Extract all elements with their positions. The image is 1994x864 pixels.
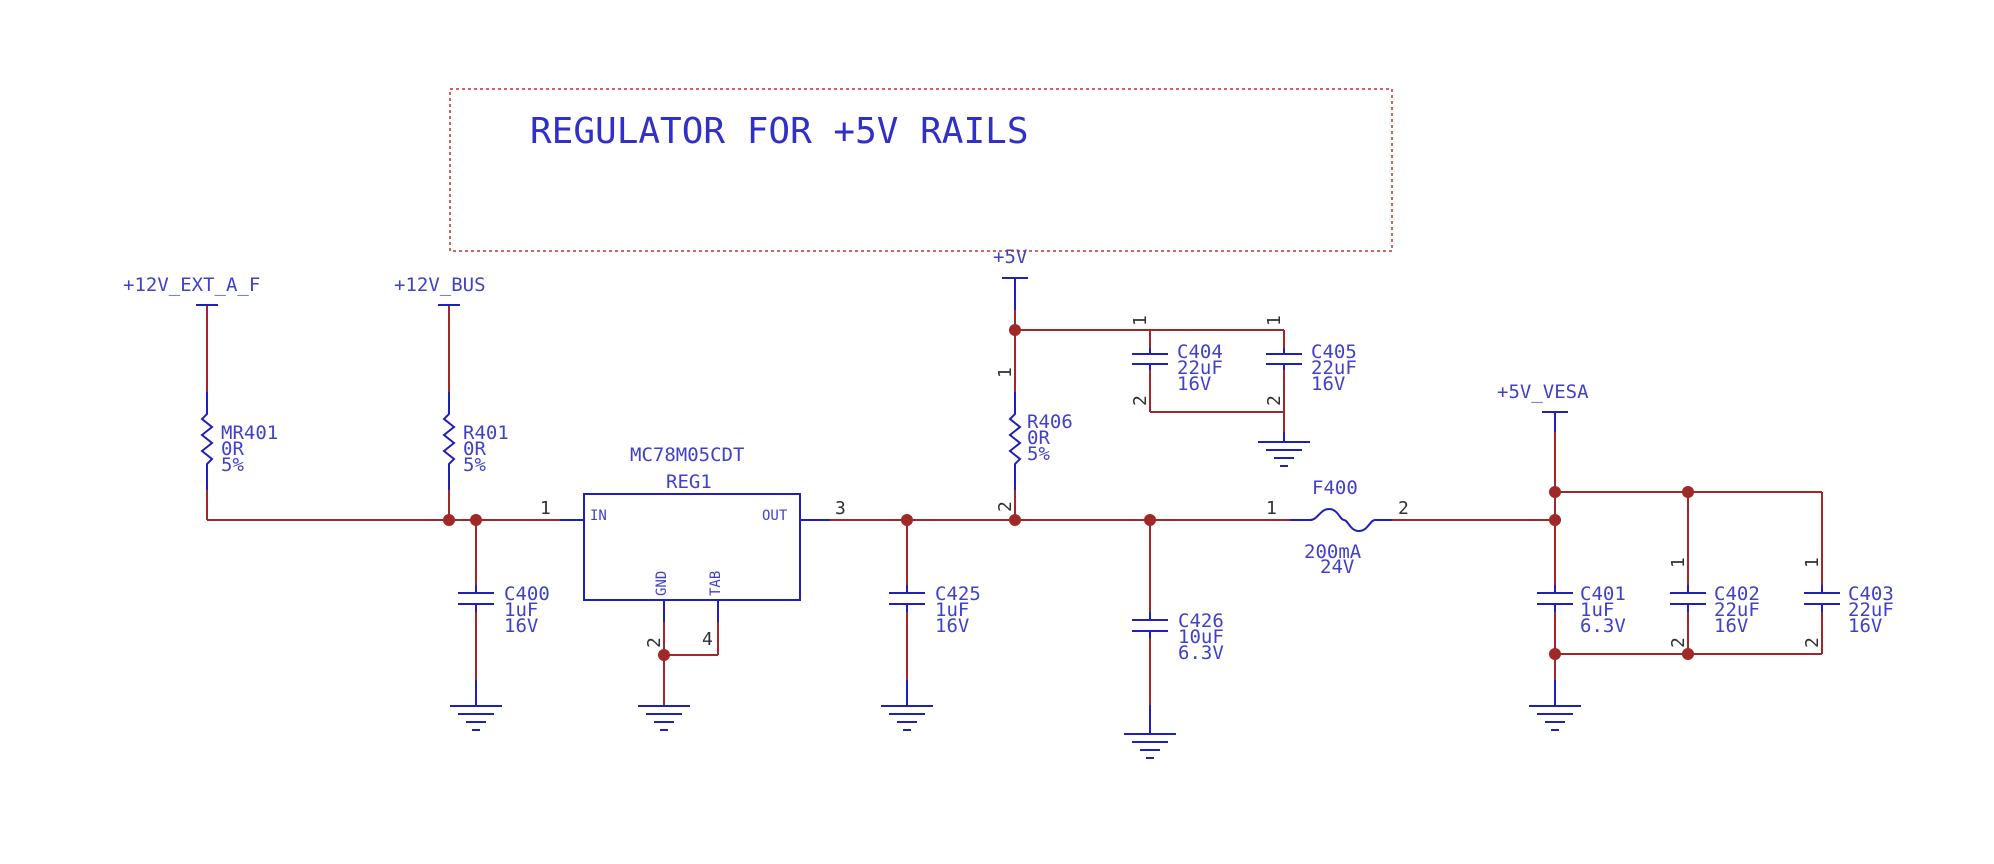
svg-text:R401: R401: [463, 422, 509, 444]
svg-text:C404: C404: [1177, 341, 1223, 363]
svg-text:MR401: MR401: [221, 422, 278, 444]
svg-text:22uF: 22uF: [1311, 357, 1357, 379]
resistor-r401: R401 0R 5%: [442, 392, 509, 490]
svg-text:+12V_EXT_A_F: +12V_EXT_A_F: [123, 274, 260, 296]
svg-text:0R: 0R: [463, 438, 486, 460]
svg-text:1: 1: [1668, 557, 1689, 568]
capacitor-c403: C403 22uF 16V 1 2: [1802, 557, 1894, 648]
svg-text:22uF: 22uF: [1177, 357, 1223, 379]
svg-text:2: 2: [1264, 395, 1285, 406]
ground-c401: [1529, 680, 1581, 731]
svg-text:4: 4: [702, 629, 713, 650]
fuse-f400: F400 200mA 24V 1 2: [1266, 477, 1409, 578]
ground-c425: [881, 680, 933, 731]
title-text: REGULATOR FOR +5V RAILS: [530, 111, 1029, 152]
svg-text:C402: C402: [1714, 583, 1760, 605]
svg-text:C403: C403: [1848, 583, 1894, 605]
ground-c400: [450, 680, 502, 731]
svg-text:22uF: 22uF: [1848, 599, 1894, 621]
svg-text:2: 2: [995, 501, 1016, 512]
svg-text:1uF: 1uF: [935, 599, 969, 621]
capacitor-c404: C404 22uF 16V 1 2: [1130, 315, 1223, 406]
svg-text:16V: 16V: [1311, 373, 1345, 395]
svg-text:F400: F400: [1312, 477, 1358, 499]
svg-text:1: 1: [1130, 315, 1151, 326]
power-port-12v-ext: +12V_EXT_A_F: [123, 274, 260, 306]
svg-text:22uF: 22uF: [1714, 599, 1760, 621]
capacitor-c425: C425 1uF 16V: [889, 583, 981, 637]
svg-text:16V: 16V: [1177, 373, 1211, 395]
ground-reg1: [638, 705, 690, 731]
capacitor-c400: C400 1uF 16V: [458, 583, 550, 637]
svg-text:2: 2: [1668, 637, 1689, 648]
capacitor-c401: C401 1uF 6.3V: [1537, 583, 1626, 637]
svg-text:+12V_BUS: +12V_BUS: [394, 274, 486, 296]
power-port-5v: +5V: [993, 246, 1028, 310]
svg-text:5%: 5%: [1027, 443, 1050, 465]
svg-text:1: 1: [1266, 498, 1277, 519]
capacitor-c405: C405 22uF 16V 1 2: [1264, 315, 1357, 406]
svg-text:2: 2: [1130, 395, 1151, 406]
svg-text:1uF: 1uF: [504, 599, 538, 621]
svg-text:1: 1: [1264, 315, 1285, 326]
svg-text:16V: 16V: [935, 615, 969, 637]
svg-text:R406: R406: [1027, 411, 1073, 433]
capacitor-c402: C402 22uF 16V 1 2: [1668, 557, 1760, 648]
svg-text:C405: C405: [1311, 341, 1357, 363]
svg-text:10uF: 10uF: [1178, 626, 1224, 648]
svg-text:16V: 16V: [504, 615, 538, 637]
svg-text:6.3V: 6.3V: [1580, 615, 1626, 637]
ground-c426: [1124, 705, 1176, 759]
svg-text:1uF: 1uF: [1580, 599, 1614, 621]
svg-text:0R: 0R: [221, 438, 244, 460]
svg-text:C401: C401: [1580, 583, 1626, 605]
svg-text:+5V_VESA: +5V_VESA: [1497, 381, 1589, 403]
svg-text:6.3V: 6.3V: [1178, 642, 1224, 664]
svg-text:C425: C425: [935, 583, 981, 605]
svg-text:MC78M05CDT: MC78M05CDT: [630, 444, 744, 466]
power-port-5v-vesa: +5V_VESA: [1497, 381, 1589, 432]
svg-text:C426: C426: [1178, 610, 1224, 632]
title-frame: [449, 88, 1393, 252]
svg-text:200mA: 200mA: [1304, 541, 1362, 563]
svg-text:REG1: REG1: [666, 471, 712, 493]
svg-text:1: 1: [1802, 557, 1823, 568]
svg-text:C400: C400: [504, 583, 550, 605]
svg-text:16V: 16V: [1848, 615, 1882, 637]
svg-text:1: 1: [995, 367, 1016, 378]
power-port-12v-bus: +12V_BUS: [394, 274, 486, 306]
resistor-mr401: MR401 0R 5%: [200, 392, 278, 490]
svg-text:OUT: OUT: [762, 508, 788, 524]
resistor-r406: R406 0R 5% 1 2: [995, 367, 1073, 512]
svg-text:2: 2: [1398, 498, 1409, 519]
svg-text:IN: IN: [590, 508, 607, 524]
svg-text:16V: 16V: [1714, 615, 1748, 637]
capacitor-c426: C426 10uF 6.3V: [1132, 610, 1224, 664]
svg-text:TAB: TAB: [708, 571, 724, 596]
svg-text:0R: 0R: [1027, 427, 1050, 449]
svg-text:5%: 5%: [463, 454, 486, 476]
svg-text:GND: GND: [654, 571, 670, 596]
svg-text:+5V: +5V: [993, 246, 1027, 268]
junctions: [443, 324, 1694, 661]
svg-text:24V: 24V: [1320, 556, 1354, 578]
svg-text:3: 3: [835, 498, 846, 519]
svg-text:5%: 5%: [221, 454, 244, 476]
svg-text:1: 1: [540, 498, 551, 519]
svg-text:2: 2: [1802, 637, 1823, 648]
ground-c404-c405: [1258, 432, 1310, 467]
regulator-reg1: MC78M05CDT REG1 IN OUT GND TAB 1 3 2 4: [540, 444, 846, 650]
svg-text:2: 2: [644, 637, 665, 648]
